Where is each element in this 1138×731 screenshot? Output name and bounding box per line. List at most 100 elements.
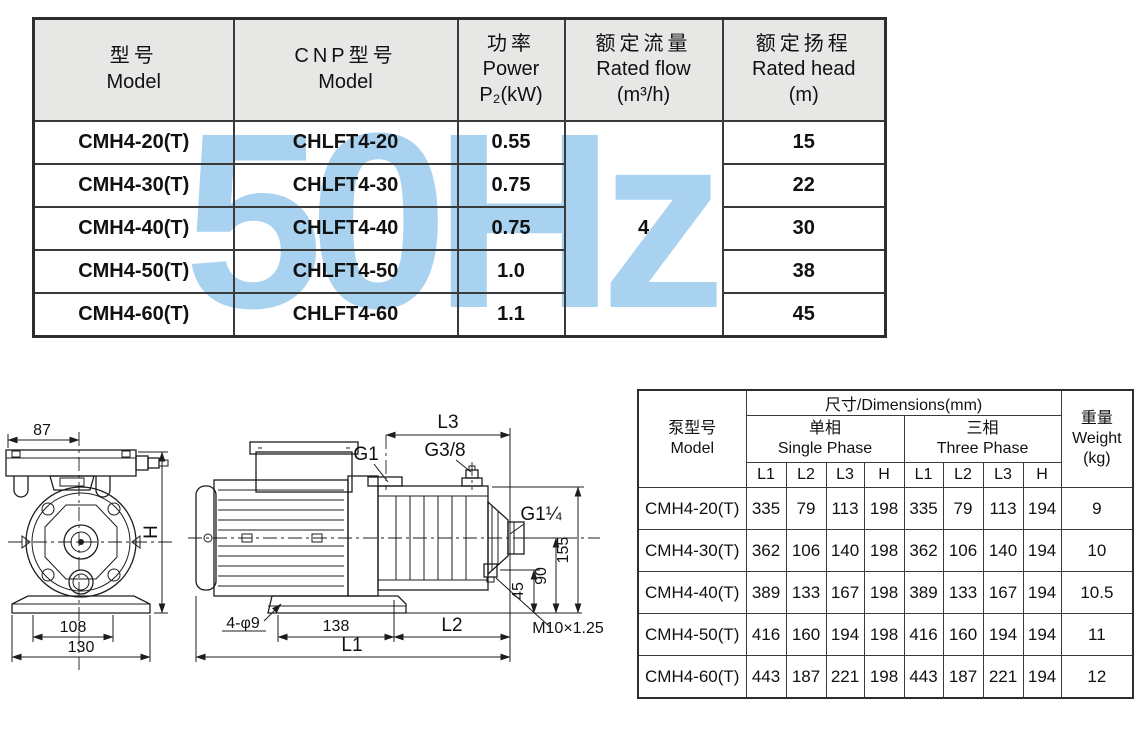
cnp-cell: CHLFT4-30 [232, 163, 459, 208]
subheader-l3: L3 [982, 462, 1024, 488]
weight-value: 11 [1060, 613, 1134, 656]
dims-row: CMH4-20(T) 335 79 113 198 335 79 113 194… [637, 487, 1134, 530]
header-head-unit: (m) [788, 83, 819, 106]
cnp-cell: CHLFT4-40 [232, 206, 459, 251]
side-label-g1: G1 [353, 444, 378, 465]
single-phase-header: 单相 Single Phase [745, 415, 905, 463]
spec-row: CMH4-60(T) CHLFT4-60 1.1 45 [32, 292, 887, 338]
dim-value: 198 [863, 613, 905, 656]
header-model: 型号 Model [32, 17, 235, 122]
power-cell: 0.55 [456, 120, 566, 165]
dim-value: 133 [785, 571, 827, 614]
side-dim-l2: L2 [441, 615, 462, 636]
dim-value: 140 [825, 529, 865, 572]
dimensions-table: 泵型号 Model 尺寸/Dimensions(mm) 重量 Weight (k… [637, 389, 1135, 699]
header-cnp-cn: CNP型号 [294, 45, 397, 68]
side-label-m10: M10×1.25 [532, 620, 604, 637]
subheader-l2: L2 [785, 462, 827, 488]
side-label-holes: 4-φ9 [226, 615, 260, 632]
head-cell: 45 [721, 292, 887, 338]
spec-row: CMH4-50(T) CHLFT4-50 1.0 38 [32, 249, 887, 294]
dim-value: 221 [982, 655, 1024, 699]
spec-row: CMH4-40(T) CHLFT4-40 0.75 30 [32, 206, 887, 251]
dims-subheader-row: L1 L2 L3 H L1 L2 L3 H [638, 462, 1133, 488]
pump-technical-drawing: 87 H 108 130 [5, 412, 604, 670]
weight-value: 12 [1060, 655, 1134, 699]
weight-value: 9 [1060, 487, 1134, 530]
weight-unit: (kg) [1083, 450, 1111, 467]
header-model-en: Model [106, 71, 161, 93]
model-cell: CMH4-20(T) [32, 120, 235, 165]
dim-value: 194 [825, 613, 865, 656]
front-dim-130: 130 [68, 639, 95, 656]
subheader-l1: L1 [903, 462, 944, 488]
power-cell: 1.0 [456, 249, 566, 294]
side-dim-155: 155 [555, 537, 572, 564]
dim-value: 167 [982, 571, 1024, 614]
weight-cn: 重量 [1080, 410, 1113, 427]
dim-value: 362 [903, 529, 944, 572]
pump-front-view: 87 H 108 130 [5, 422, 174, 670]
single-phase-en: Single Phase [777, 440, 873, 457]
side-label-g114: G1¼ [520, 504, 562, 525]
dim-value: 167 [825, 571, 865, 614]
three-phase-header: 三相 Three Phase [903, 415, 1062, 463]
dim-value: 194 [1022, 655, 1062, 699]
model-cell: CMH4-50(T) [32, 249, 235, 294]
single-phase-cn: 单相 [808, 420, 841, 437]
side-dim-138: 138 [323, 618, 350, 635]
dim-value: 187 [785, 655, 827, 699]
dims-model-cn: 泵型号 [668, 420, 717, 437]
dim-value: 194 [1022, 529, 1062, 572]
spec-row: CMH4-20(T) CHLFT4-20 0.55 4 15 [32, 120, 887, 338]
dim-value: 416 [903, 613, 944, 656]
dims-row: CMH4-50(T) 416 160 194 198 416 160 194 1… [637, 613, 1134, 656]
dim-value: 187 [942, 655, 984, 699]
cnp-cell: CHLFT4-60 [232, 292, 459, 338]
dim-value: 221 [825, 655, 865, 699]
model-cell: CMH4-40(T) [32, 206, 235, 251]
header-power-en: Power [482, 58, 540, 81]
dim-value: 194 [1022, 571, 1062, 614]
side-label-g38: G3/8 [424, 440, 465, 461]
dim-value: 113 [825, 487, 865, 530]
weight-en: Weight [1072, 430, 1122, 447]
dims-model-cell: CMH4-50(T) [637, 613, 747, 656]
dims-header-weight: 重量 Weight (kg) [1060, 389, 1134, 488]
dim-value: 443 [745, 655, 787, 699]
subheader-l1: L1 [745, 462, 787, 488]
header-cnp-en: Model [318, 71, 373, 93]
header-head-en: Rated head [752, 58, 856, 81]
dims-row: CMH4-60(T) 443 187 221 198 443 187 221 1… [637, 655, 1134, 699]
subheader-l3: L3 [825, 462, 865, 488]
header-model-cn: 型号 [109, 45, 158, 68]
dim-value: 133 [942, 571, 984, 614]
dim-value: 194 [1022, 613, 1062, 656]
dims-header-model: 泵型号 Model [637, 389, 747, 488]
power-cell: 1.1 [456, 292, 566, 338]
dim-value: 443 [903, 655, 944, 699]
dims-row: CMH4-30(T) 362 106 140 198 362 106 140 1… [637, 529, 1134, 572]
dim-value: 194 [1022, 487, 1062, 530]
head-cell: 15 [721, 120, 887, 165]
dims-model-cell: CMH4-60(T) [637, 655, 747, 699]
dim-value: 198 [863, 529, 905, 572]
dim-value: 113 [982, 487, 1024, 530]
dims-model-cell: CMH4-30(T) [637, 529, 747, 572]
header-power-unit: P₂(kW) [479, 83, 543, 106]
dim-value: 198 [863, 655, 905, 699]
front-dim-108: 108 [60, 619, 87, 636]
subheader-h: H [863, 462, 905, 488]
dim-value: 389 [745, 571, 787, 614]
dims-model-en: Model [670, 440, 715, 457]
header-flow-cn: 额定流量 [595, 32, 692, 55]
dim-value: 106 [785, 529, 827, 572]
model-cell: CMH4-30(T) [32, 163, 235, 208]
side-dim-45: 45 [510, 582, 527, 600]
dims-model-cell: CMH4-20(T) [637, 487, 747, 530]
spec-row: CMH4-30(T) CHLFT4-30 0.75 22 [32, 163, 887, 208]
header-head-cn: 额定扬程 [755, 32, 852, 55]
power-cell: 0.75 [456, 163, 566, 208]
header-cnp-model: CNP型号 Model [232, 17, 459, 122]
